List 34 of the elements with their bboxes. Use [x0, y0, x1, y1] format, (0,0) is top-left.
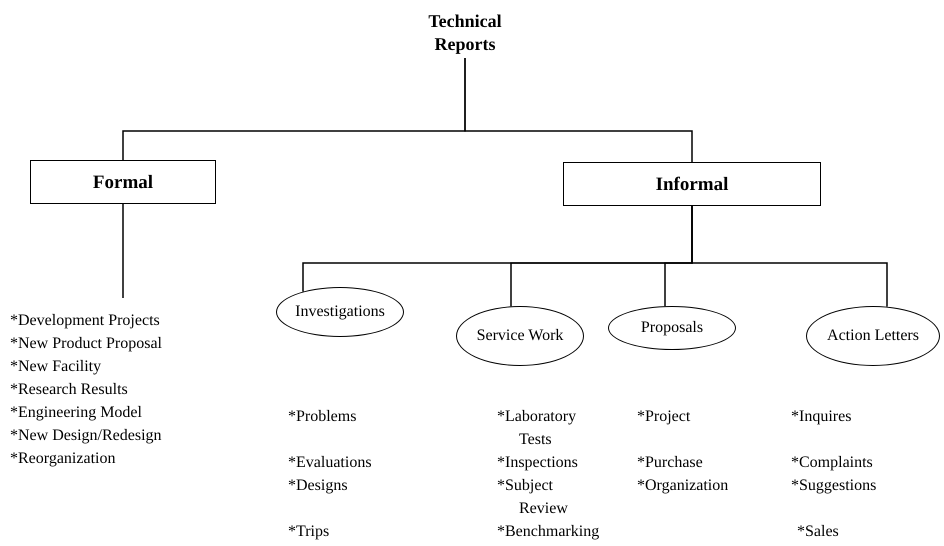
node-label: Action Letters — [827, 326, 919, 346]
list-item: *Reorganization — [10, 449, 116, 469]
category-box — [30, 160, 216, 204]
category-box — [563, 162, 821, 206]
list-item: *New Product Proposal — [10, 334, 162, 354]
list-item: *Trips — [288, 522, 330, 542]
list-item: *Purchase — [637, 453, 704, 473]
list-item: *Inquires — [791, 407, 852, 427]
list-item: *Engineering Model — [10, 403, 142, 423]
list-item: *Laboratory Tests — [497, 407, 578, 450]
node-label: Informal — [656, 172, 728, 196]
list-item: *Research Results — [10, 380, 128, 400]
list-item: *Organization — [637, 476, 730, 496]
list-item: *Project — [637, 407, 692, 427]
root-title: Technical Reports — [427, 10, 503, 56]
list-item: *Complaints — [791, 453, 874, 473]
list-item: *Sales — [797, 522, 840, 542]
node-label: Investigations — [295, 302, 385, 322]
list-item: *Suggestions — [791, 476, 878, 496]
list-item: *Problems — [288, 407, 358, 427]
list-item: *Development Projects — [10, 311, 160, 331]
list-item: *New Facility — [10, 357, 102, 377]
list-item: *Designs — [288, 476, 349, 496]
list-item: *Benchmarking — [497, 522, 600, 542]
list-item: *Evaluations — [288, 453, 373, 473]
list-item: *New Design/Redesign — [10, 426, 162, 446]
connector-line — [122, 204, 124, 298]
list-item: *Inspections — [497, 453, 579, 473]
node-label: Formal — [92, 170, 154, 194]
connector-line — [464, 58, 693, 162]
list-item: *Subject Review — [497, 476, 569, 519]
node-label: Proposals — [640, 318, 704, 338]
node-label: Service Work — [476, 326, 564, 346]
connector-line — [691, 206, 888, 307]
